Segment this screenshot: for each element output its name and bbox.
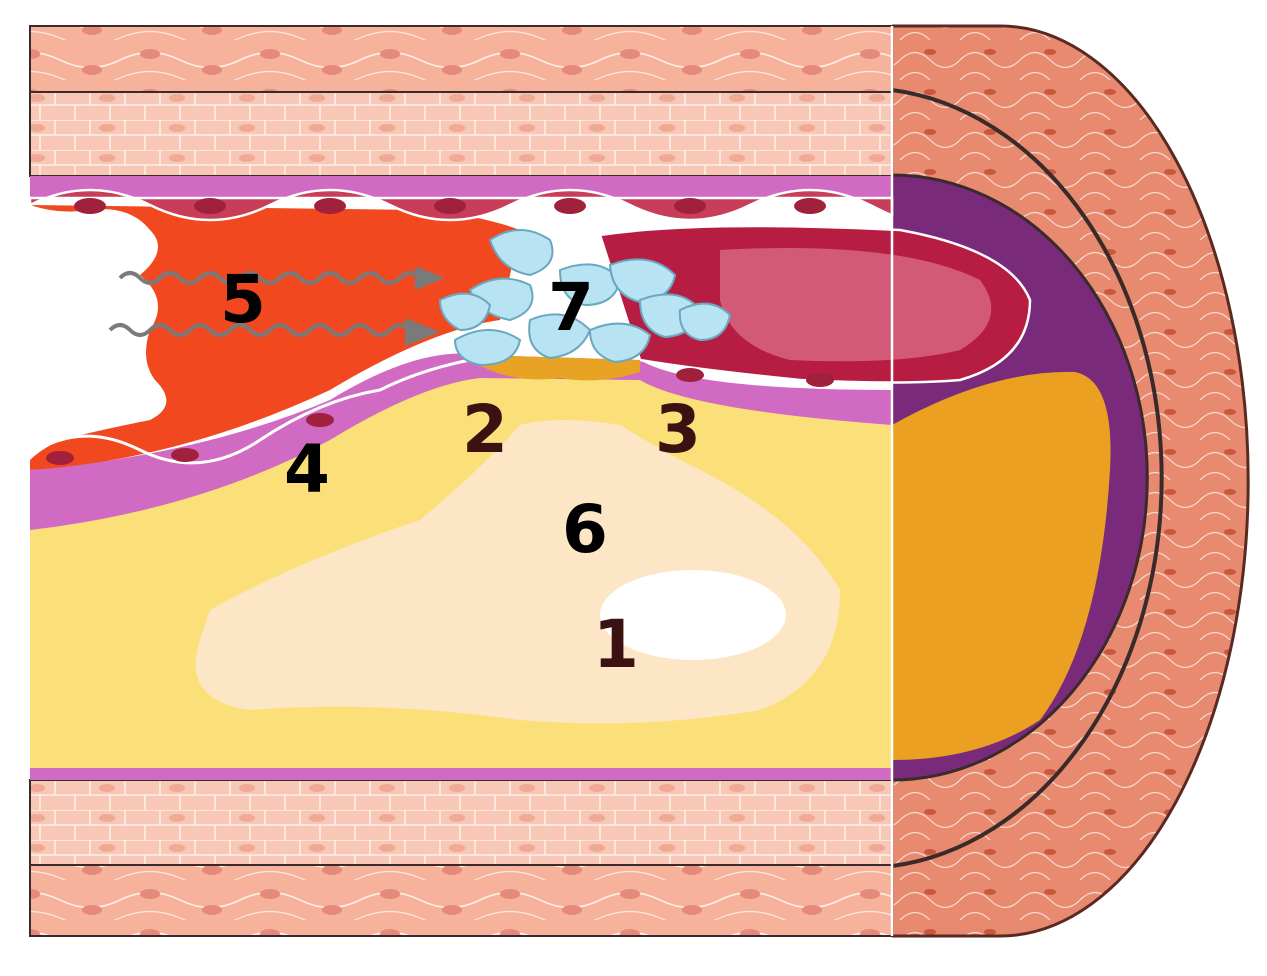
label-7: 7 xyxy=(548,269,594,346)
arrow-head-1 xyxy=(415,266,445,290)
adventitia-bottom xyxy=(29,864,893,937)
intima-bottom-strip xyxy=(30,768,892,780)
ruptured-cap xyxy=(470,355,640,381)
media-bottom xyxy=(29,779,893,866)
label-1: 1 xyxy=(593,606,639,683)
endothelium-lower xyxy=(29,358,834,465)
label-6: 6 xyxy=(562,491,608,568)
intima-plaque-border xyxy=(30,353,892,530)
label-5: 5 xyxy=(220,261,266,338)
intima-top xyxy=(30,176,892,198)
adventitia-top xyxy=(29,25,893,93)
endothelium-top xyxy=(28,188,894,222)
media-top xyxy=(29,91,893,177)
platelet-aggregate xyxy=(438,229,732,367)
label-3: 3 xyxy=(655,391,701,468)
hemorrhage xyxy=(30,205,520,470)
label-4: 4 xyxy=(284,431,330,508)
arrow-head-2 xyxy=(405,318,440,346)
flow-arrows xyxy=(108,266,445,346)
vessel-end-wall xyxy=(892,24,1250,938)
label-2: 2 xyxy=(462,391,508,468)
calcification-core xyxy=(600,570,786,660)
